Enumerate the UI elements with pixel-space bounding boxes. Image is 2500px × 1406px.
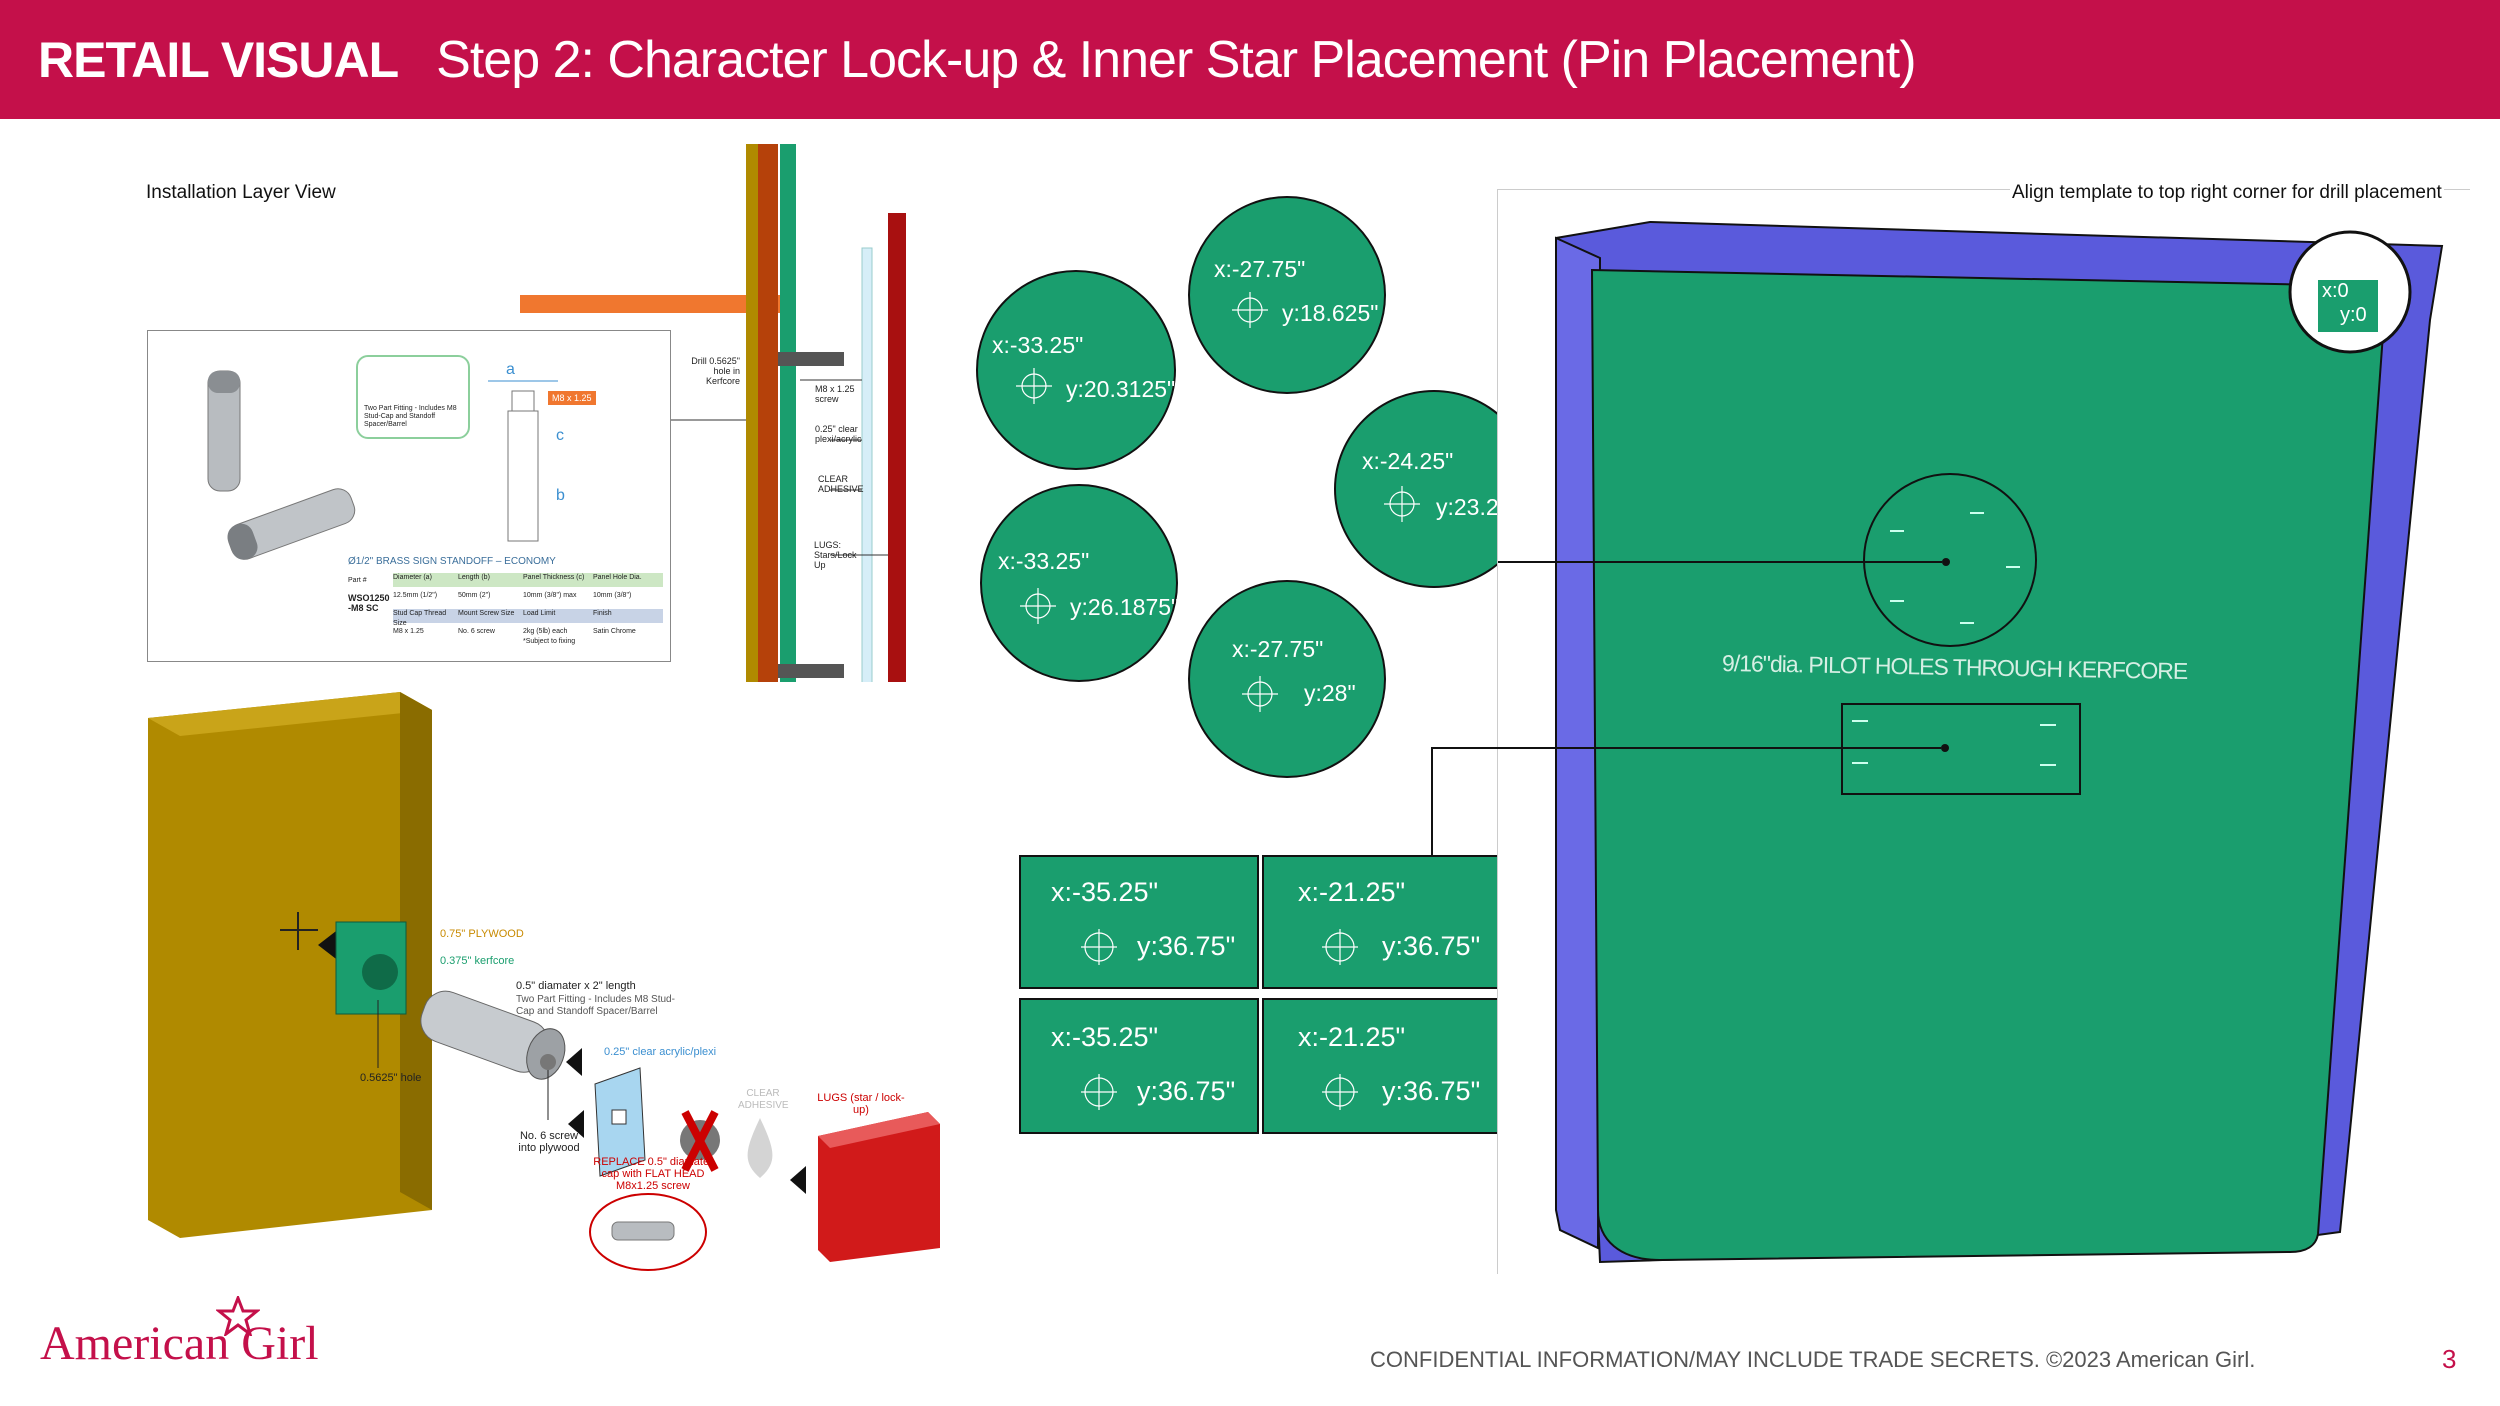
coord-x: x:-24.25" xyxy=(1362,448,1454,474)
logo-text: American Girl xyxy=(40,1317,319,1370)
align-note: Align template to top right corner for d… xyxy=(2010,182,2444,204)
coord-box: x:-35.25" y:36.75" xyxy=(1019,998,1259,1134)
screw-note: No. 6 screw into plywood xyxy=(518,1130,580,1154)
cutaway-lugs-note: LUGS: Stars/Lock Up xyxy=(814,540,857,570)
spec-header: Length (b) xyxy=(458,574,490,581)
spec-value: M8 x 1.25 xyxy=(393,628,424,635)
spec-part-label: Part # xyxy=(348,577,367,584)
box-x: x:-21.25" xyxy=(1298,1022,1406,1052)
box-y: y:36.75" xyxy=(1382,1076,1481,1106)
coord-box: x:-35.25" y:36.75" xyxy=(1019,855,1259,989)
box-x: x:-21.25" xyxy=(1298,877,1406,907)
coord-circle: x:-33.25" y:20.3125" xyxy=(976,270,1176,470)
spec-value: 2kg (5lb) each *Subject to fixing xyxy=(523,628,576,645)
crosshair-icon xyxy=(1232,292,1268,328)
spec-part-number: WSO1250 -M8 SC xyxy=(348,593,390,613)
crosshair-icon xyxy=(1242,676,1278,712)
origin-y: y:0 xyxy=(2340,304,2367,326)
spec-header: Finish xyxy=(593,610,612,617)
coord-y: y:20.3125" xyxy=(1066,376,1176,402)
plywood-note: 0.75" PLYWOOD xyxy=(440,928,524,940)
crosshair-icon xyxy=(1322,929,1358,965)
coord-y: y:26.1875" xyxy=(1070,594,1180,620)
spec-header: Mount Screw Size xyxy=(458,610,515,617)
adhesive-note: CLEAR ADHESIVE xyxy=(738,1088,789,1111)
american-girl-logo: American Girl xyxy=(40,1296,319,1371)
confidential-notice: CONFIDENTIAL INFORMATION/MAY INCLUDE TRA… xyxy=(1370,1347,2256,1372)
box-y: y:36.75" xyxy=(1137,931,1236,961)
dim-b-label: b xyxy=(556,487,565,504)
spec-table-title: Ø1/2" BRASS SIGN STANDOFF – ECONOMY xyxy=(348,556,556,567)
coord-y: y:28" xyxy=(1304,680,1356,706)
brand-title: RETAIL VISUAL xyxy=(38,31,399,88)
dim-a-label: a xyxy=(506,361,515,378)
page-number: 3 xyxy=(2442,1344,2457,1374)
cutaway-adhesive-note: CLEAR ADHESIVE xyxy=(818,474,864,494)
replace-note: REPLACE 0.5" diamater cap with FLAT HEAD… xyxy=(593,1156,713,1192)
standoff-note: 0.5" diamater x 2" length xyxy=(516,980,636,992)
spec-header: Diameter (a) xyxy=(393,574,432,581)
coord-circle: x:-33.25" y:26.1875" xyxy=(980,484,1180,682)
coord-x: x:-33.25" xyxy=(998,548,1090,574)
fitting-note: Two Part Fitting - Includes M8 Stud-Cap … xyxy=(364,405,457,428)
spec-header: Panel Hole Dia. xyxy=(593,574,642,581)
crosshair-icon xyxy=(1020,588,1056,624)
spec-header: Stud Cap Thread Size xyxy=(393,610,447,627)
fitting-exploded-note: Two Part Fitting - Includes M8 Stud-Cap … xyxy=(516,994,675,1017)
cutaway-screw-note: M8 x 1.25 screw xyxy=(815,384,855,404)
coord-x: x:-27.75" xyxy=(1232,636,1324,662)
spec-value: 50mm (2") xyxy=(458,592,491,599)
box-y: y:36.75" xyxy=(1137,1076,1236,1106)
coord-circle: x:-27.75" y:18.625" xyxy=(1188,196,1386,394)
thread-badge: M8 x 1.25 xyxy=(548,391,596,405)
step-title: Step 2: Character Lock-up & Inner Star P… xyxy=(436,30,1916,89)
spec-header: Panel Thickness (c) xyxy=(523,574,585,581)
standoff-photo xyxy=(207,370,356,560)
lugs-note: LUGS (star / lock-up) xyxy=(817,1092,905,1116)
spec-row2-headers: Stud Cap Thread Size Mount Screw Size Lo… xyxy=(393,609,663,627)
spec-value: No. 6 screw xyxy=(458,628,495,635)
spec-row2-values: M8 x 1.25 No. 6 screw 2kg (5lb) each *Su… xyxy=(393,627,663,649)
coord-x: x:-27.75" xyxy=(1214,256,1306,282)
spec-value: 10mm (3/8") max xyxy=(523,592,577,599)
coord-y: y:18.625" xyxy=(1282,300,1379,326)
dimension-drawing xyxy=(488,380,558,542)
acrylic-note: 0.25" clear acrylic/plexi xyxy=(604,1046,717,1058)
spec-header: Load Limit xyxy=(523,610,556,617)
hole-note: 0.5625" hole xyxy=(360,1072,422,1084)
crosshair-icon xyxy=(1322,1074,1358,1110)
origin-x: x:0 xyxy=(2322,280,2349,302)
box-x: x:-35.25" xyxy=(1051,1022,1159,1052)
crosshair-icon xyxy=(1384,486,1420,522)
crosshair-icon xyxy=(1016,368,1052,404)
cutaway-plexi-note: 0.25" clear plexi/acrylic xyxy=(815,424,862,444)
cutaway-drill-note: Drill 0.5625" hole in Kerfcore xyxy=(691,356,740,386)
layer-label: Installation Layer View xyxy=(146,182,336,203)
kerfcore-note: 0.375" kerfcore xyxy=(440,955,515,967)
spec-value: Satin Chrome xyxy=(593,628,636,635)
spec-row1-values: 12.5mm (1/2") 50mm (2") 10mm (3/8") max … xyxy=(393,591,663,605)
fitting-callout: Two Part Fitting - Includes M8 Stud-Cap … xyxy=(356,355,470,439)
spec-value: 12.5mm (1/2") xyxy=(393,592,438,599)
coord-circle: x:-27.75" y:28" xyxy=(1188,580,1386,778)
dim-c-label: c xyxy=(556,427,564,444)
header-bar: RETAIL VISUAL Step 2: Character Lock-up … xyxy=(0,0,2500,119)
crosshair-icon xyxy=(1081,1074,1117,1110)
star-icon xyxy=(216,1296,260,1336)
coord-x: x:-33.25" xyxy=(992,332,1084,358)
crosshair-icon xyxy=(1081,929,1117,965)
spec-value: 10mm (3/8") xyxy=(593,592,632,599)
coord-box: x:-21.25" y:36.75" xyxy=(1262,855,1501,989)
box-x: x:-35.25" xyxy=(1051,877,1159,907)
box-y: y:36.75" xyxy=(1382,931,1481,961)
spec-sheet: Two Part Fitting - Includes M8 Stud-Cap … xyxy=(147,330,671,662)
spec-row1-headers: Diameter (a) Length (b) Panel Thickness … xyxy=(393,573,663,587)
